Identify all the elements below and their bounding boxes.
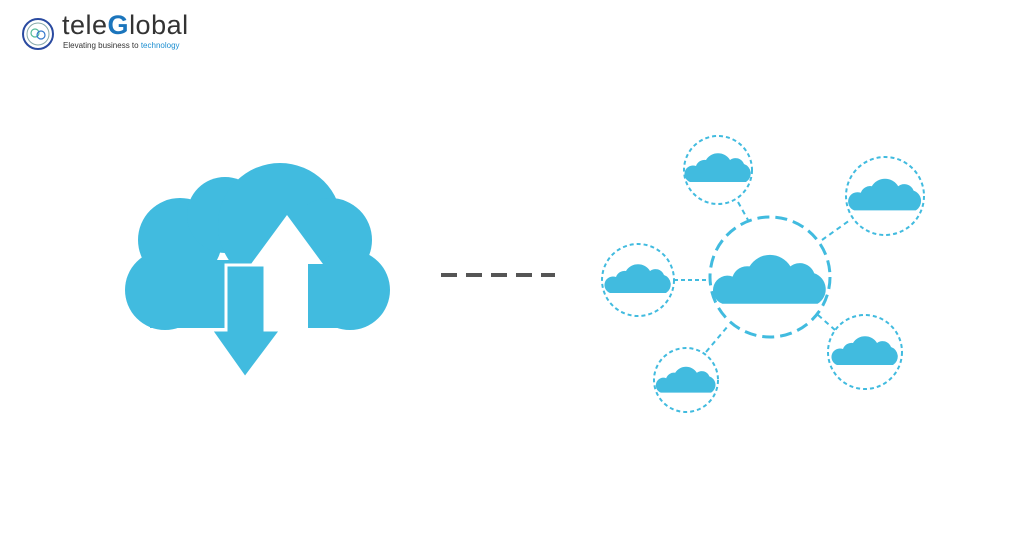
- cloud-node-icon: [848, 178, 922, 211]
- cloud-node-icon: [655, 366, 716, 393]
- upload-arrow-icon: [251, 215, 323, 330]
- tagline-highlight: technology: [140, 41, 180, 50]
- cloud-node-icon: [831, 336, 898, 365]
- telegloabl-logo: teleGlobal Elevating business to technol…: [20, 10, 190, 54]
- brand-prefix: tele: [62, 10, 108, 40]
- tagline: Elevating business to technology: [63, 41, 180, 50]
- tagline-prefix: Elevating business to: [63, 41, 141, 50]
- brand-highlight: G: [107, 10, 130, 40]
- central-cloud-icon: [712, 254, 826, 304]
- brand-name: teleGlobal: [62, 10, 189, 41]
- upload-download-cloud-icon: [125, 163, 390, 381]
- download-arrow-icon: [208, 263, 284, 381]
- brand-suffix: lobal: [129, 10, 189, 40]
- cloud-network-diagram: [601, 135, 925, 413]
- cloud-node-icon: [604, 264, 671, 293]
- cloud-node-icon: [684, 153, 751, 182]
- logo-globe-icon: [22, 18, 54, 50]
